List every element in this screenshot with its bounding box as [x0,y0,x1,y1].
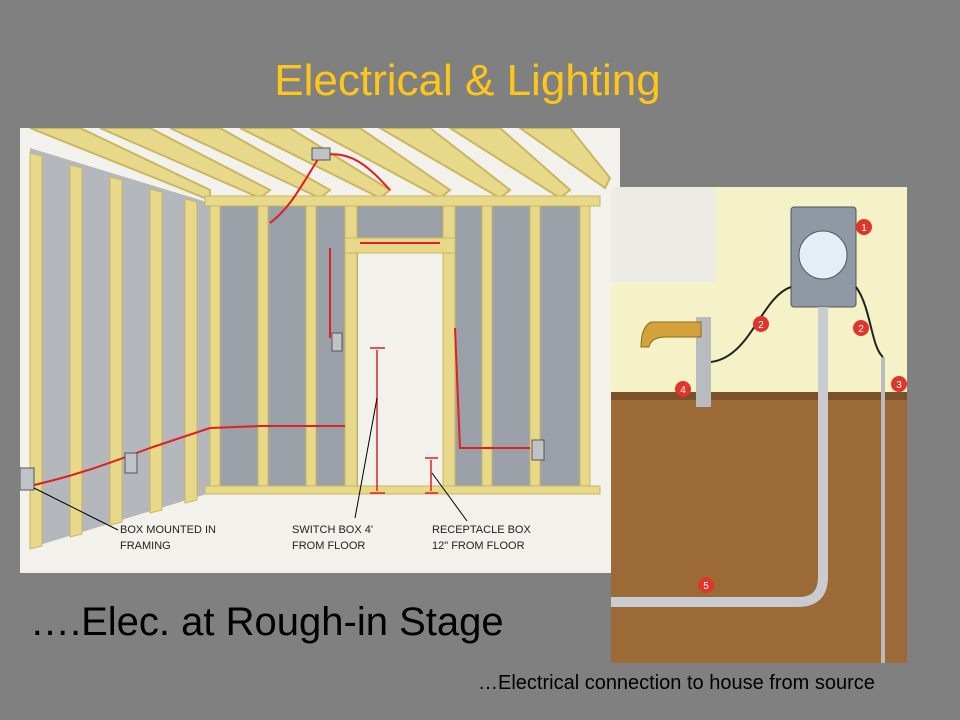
side-wall-studs [29,152,198,550]
label-receptacle-line2: 12" FROM FLOOR [432,540,525,552]
door-header [344,237,456,254]
switch-height-dimension [370,347,385,494]
rough-in-wiring [19,153,530,489]
soil [611,397,907,663]
callout-2a: 2 [758,320,764,331]
service-conduit [611,307,828,607]
grade-line [611,392,907,400]
receptacle-box-left [19,467,35,491]
leader-lines [33,397,468,531]
bottom-plate [204,485,601,495]
ceiling-box [311,147,331,161]
framing-diagram: BOX MOUNTED IN FRAMING SWITCH BOX 4' FRO… [19,127,620,573]
floor [20,493,620,573]
door-opening [358,253,443,493]
label-box-line1: BOX MOUNTED IN [120,524,216,536]
water-pipe [696,317,711,407]
label-box-line2: FRAMING [120,540,171,552]
slide-title: Electrical & Lighting [274,56,661,105]
caption-rough-in: ….Elec. at Rough-in Stage [30,600,504,644]
framing-illustration: BOX MOUNTED IN FRAMING SWITCH BOX 4' FRO… [19,127,620,573]
caption-service-connection: …Electrical connection to house from sou… [478,672,875,694]
callout-5: 5 [703,581,709,592]
switch-box [331,332,343,352]
top-plate [204,195,601,207]
service-diagram: 1 2 2 3 4 5 [611,187,907,663]
hose-bib [640,321,702,348]
label-switch-line2: FROM FLOOR [292,540,365,552]
service-illustration: 1 2 2 3 4 5 [611,187,907,663]
callout-1: 1 [861,223,867,234]
back-wall-studs [209,205,591,494]
background-page-block [611,187,716,282]
callout-2b: 2 [858,324,864,335]
label-receptacle-line1: RECEPTACLE BOX [432,524,531,536]
callouts: 1 2 2 3 4 5 [675,219,907,593]
ground-wire-right [855,286,884,358]
meter-dial [798,230,848,280]
label-switch-line1: SWITCH BOX 4' [292,524,373,536]
receptacle-box-right [531,439,545,461]
callout-3: 3 [896,380,902,391]
callout-4: 4 [680,385,686,396]
receptacle-height-dimension [425,457,438,494]
receptacle-box-mid [124,452,138,474]
